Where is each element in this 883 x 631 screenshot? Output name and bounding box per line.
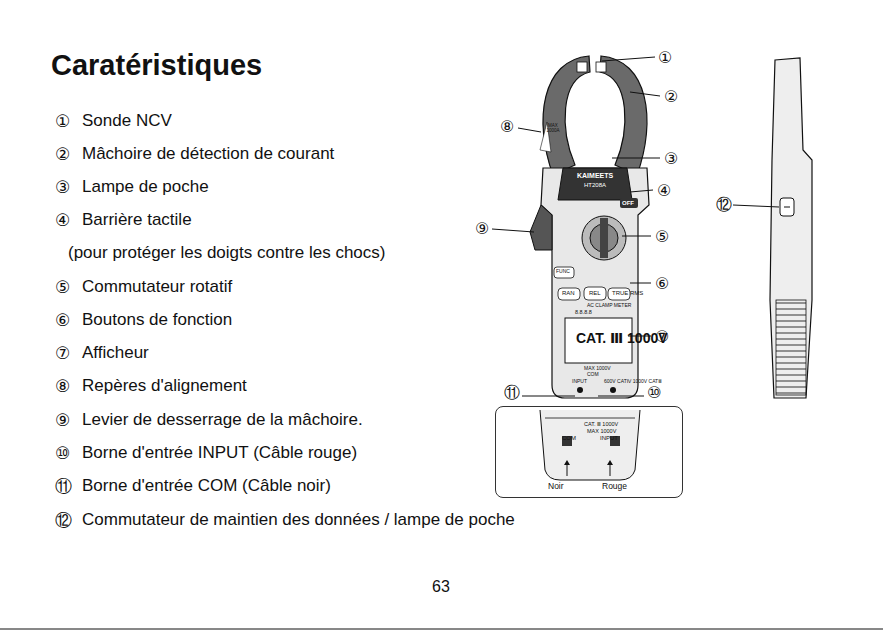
page-number: 63 xyxy=(432,578,450,596)
meter-marking: CAT. Ⅲ 1000V xyxy=(584,421,618,427)
terminal-label: 600V CATⅣ 1000V CATⅢ xyxy=(604,379,662,385)
wire-label: Noir xyxy=(548,482,564,491)
callout-number: ⑩ xyxy=(647,384,661,402)
callout-number: ① xyxy=(658,49,672,67)
button-label: TRUE RMS xyxy=(612,290,643,297)
feature-text: Borne d'entrée COM (Câble noir) xyxy=(82,477,331,496)
meter-marking: COM xyxy=(587,372,599,378)
meter-marking: COM xyxy=(562,435,576,442)
callout-number: ⑧ xyxy=(500,118,514,136)
feature-text: Commutateur rotatif xyxy=(82,278,232,297)
button-label: REL xyxy=(589,290,601,297)
inset-box: CAT. Ⅲ 1000VMAX 1000V COM INPUT Noir Rouge xyxy=(495,406,683,498)
list-number: ⑧ xyxy=(55,377,70,396)
model-name: HT208A xyxy=(584,182,606,189)
list-number: ⑤ xyxy=(55,278,70,297)
list-number: ① xyxy=(55,112,70,131)
feature-text: Boutons de fonction xyxy=(82,311,232,330)
callout-number: ③ xyxy=(664,150,678,168)
callout-number: ⑨ xyxy=(475,220,489,238)
feature-text: Afficheur xyxy=(82,344,149,363)
callout-number: ⑪ xyxy=(504,384,520,402)
list-number: ⑥ xyxy=(55,311,70,330)
callout-number: ⑫ xyxy=(716,196,732,214)
terminal-label: INPUT xyxy=(572,379,587,385)
meter-marking: INPUT xyxy=(600,435,618,442)
callout-number: ④ xyxy=(657,182,671,200)
list-number: ④ xyxy=(55,211,70,230)
list-number: ⑪ xyxy=(55,477,72,496)
display-digits: CAT. Ⅲ 1000V xyxy=(576,331,668,346)
jaw-marking: MAX 1000A xyxy=(544,124,562,134)
list-number: ③ xyxy=(55,178,70,197)
list-number: ⑩ xyxy=(55,444,70,463)
wire-label: Rouge xyxy=(602,482,627,491)
callout-number: ② xyxy=(664,88,678,106)
meter-marking: 8.8.8.8 xyxy=(575,309,592,315)
feature-text: Repères d'alignement xyxy=(82,377,247,396)
callout-number: ⑥ xyxy=(655,275,669,293)
callout-number: ⑤ xyxy=(655,228,669,246)
meter-marking: AC CLAMP METER xyxy=(587,303,631,309)
feature-text: Borne d'entrée INPUT (Câble rouge) xyxy=(82,444,357,463)
button-label: FUNC xyxy=(556,269,570,275)
list-number: ⑦ xyxy=(55,344,70,363)
feature-text: Barrière tactile xyxy=(82,211,192,230)
feature-text: Sonde NCV xyxy=(82,112,172,131)
list-number: ⑫ xyxy=(55,511,72,530)
switch-mark: OFF xyxy=(622,200,634,207)
feature-note: (pour protéger les doigts contre les cho… xyxy=(68,244,386,263)
feature-text: Levier de desserrage de la mâchoire. xyxy=(82,411,363,430)
list-number: ② xyxy=(55,145,70,164)
list-number: ⑨ xyxy=(55,411,70,430)
meter-marking: MAX 1000V xyxy=(584,366,611,372)
feature-text: Mâchoire de détection de courant xyxy=(82,145,334,164)
meter-marking: MAX 1000V xyxy=(587,428,616,434)
brand-mark: KAIMEETS xyxy=(577,172,613,180)
button-label: RAN xyxy=(562,290,575,297)
page-title: Caratéristiques xyxy=(51,50,262,82)
feature-text: Commutateur de maintien des données / la… xyxy=(82,511,515,530)
feature-text: Lampe de poche xyxy=(82,178,209,197)
